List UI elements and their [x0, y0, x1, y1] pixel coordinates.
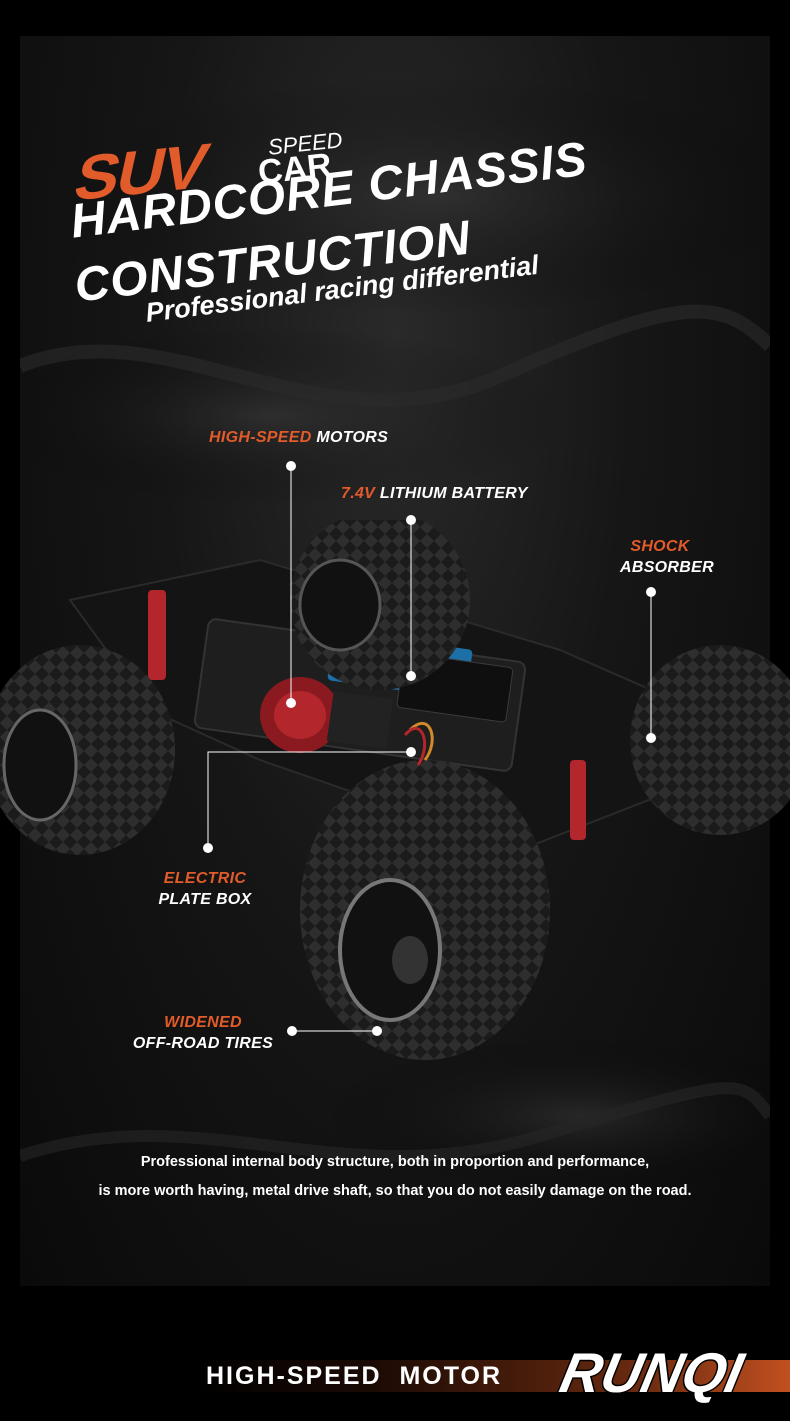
description-line-1: Professional internal body structure, bo… [140, 1154, 650, 1170]
rc-truck-chassis-image [0, 520, 790, 1060]
callout-text: ABSORBER [620, 559, 714, 576]
smoke-texture [20, 76, 770, 1196]
brand-text: RUNQI [555, 1342, 750, 1404]
callout-text: MOTORS [311, 429, 389, 446]
callout-accent: WIDENED [164, 1014, 242, 1031]
heading-block: SUV SPEED CAR HARDCORE CHASSIS CONSTRUCT… [0, 0, 790, 360]
footer-tagline: HIGH-SPEED MOTOR [206, 1362, 503, 1390]
description-text: Professional internal body structure, bo… [20, 1148, 770, 1206]
callout-high-speed-motors: HIGH-SPEED MOTORS [209, 427, 388, 448]
footer-banner: HIGH-SPEED MOTOR RUNQI [0, 1330, 790, 1421]
description-line-2: is more worth having, metal drive shaft,… [98, 1183, 692, 1199]
callout-text: LITHIUM BATTERY [375, 485, 528, 502]
callout-accent: SHOCK [630, 538, 690, 555]
callout-text: OFF-ROAD TIRES [132, 1035, 274, 1052]
callout-accent: 7.4V [341, 485, 376, 502]
callout-accent: HIGH-SPEED [209, 429, 312, 446]
callout-lithium-battery: 7.4V LITHIUM BATTERY [341, 483, 528, 504]
callout-text: PLATE BOX [158, 891, 252, 908]
runqi-logo: RUNQI [553, 1340, 751, 1405]
callout-accent: ELECTRIC [163, 870, 247, 887]
footer-gradient-bar [190, 1360, 790, 1392]
callout-electric-plate-box: ELECTRIC PLATE BOX [150, 868, 260, 910]
callout-widened-tires: WIDENED OFF-ROAD TIRES [128, 1012, 278, 1054]
callout-shock-absorber: SHOCK ABSORBER [600, 536, 714, 578]
